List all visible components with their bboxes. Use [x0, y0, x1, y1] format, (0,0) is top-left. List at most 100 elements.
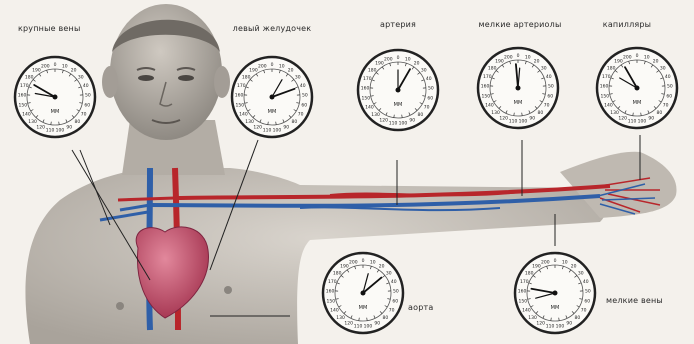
dial-tick-label: 30: [578, 270, 584, 276]
dial-tick-label: 30: [541, 65, 547, 71]
dial-unit: ММ: [268, 109, 277, 115]
dial-tick-label: 100: [273, 128, 282, 134]
dial-tick-label: 110: [263, 128, 272, 134]
dial-tick-label: 10: [62, 64, 68, 70]
dial-tick-label: 100: [638, 119, 647, 125]
dial-tick-label: 20: [571, 264, 577, 270]
dial-tick-label: 80: [383, 315, 389, 321]
dial-tick-label: 160: [600, 84, 609, 90]
dial-tick-label: 200: [41, 64, 50, 70]
dial-tick-label: 190: [249, 68, 258, 74]
dial-tick-label: 180: [242, 74, 251, 80]
dial-tick-label: 200: [258, 64, 267, 70]
dial-tick-label: 150: [236, 102, 245, 108]
dial-tick-label: 60: [584, 298, 590, 304]
dial-tick-label: 140: [485, 103, 494, 109]
dial-tick-label: 130: [528, 315, 537, 321]
dial-tick-label: 20: [414, 61, 420, 67]
dial-tick-label: 190: [614, 59, 623, 65]
dial-tick-label: 70: [81, 112, 87, 118]
dial-tick-label: 170: [328, 279, 337, 285]
dial-tick-label: 200: [349, 260, 358, 266]
dial-tick-label: 150: [19, 102, 28, 108]
dial-tick-label: 10: [562, 260, 568, 266]
dial-tick-label: 40: [426, 76, 432, 82]
dial-tick-label: 10: [405, 57, 411, 63]
dial-tick-label: 100: [556, 324, 565, 330]
dial-tick-label: 90: [648, 116, 654, 122]
dial-tick-label: 160: [235, 93, 244, 99]
label-artery: артерия: [380, 20, 416, 29]
dial-tick-label: 200: [541, 260, 550, 266]
dial-tick-label: 40: [546, 74, 552, 80]
dial-tick-label: 180: [488, 65, 497, 71]
dial-tick-label: 90: [374, 321, 380, 327]
dial-tick-label: 0: [554, 258, 557, 264]
dial-tick-label: 160: [481, 84, 490, 90]
dial-tick-label: 200: [504, 55, 513, 61]
dial-tick-label: 50: [302, 93, 308, 99]
label-small-veins: мелкие вены: [606, 296, 663, 305]
dial-tick-label: 120: [253, 125, 262, 131]
dial-tick-label: 90: [529, 116, 535, 122]
dial-tick-label: 70: [424, 105, 430, 111]
dial-tick-label: 130: [371, 112, 380, 118]
dial-tick-label: 20: [534, 59, 540, 65]
dial-tick-label: 140: [604, 103, 613, 109]
dial-tick-label: 0: [271, 62, 274, 68]
dial-unit: ММ: [633, 100, 642, 106]
label-left-ventricle: левый желудочек: [233, 24, 312, 33]
dial-tick-label: 120: [536, 321, 545, 327]
dial-tick-label: 170: [20, 83, 29, 89]
dial-tick-label: 80: [657, 110, 663, 116]
gauge-large-veins: 0102030405060708090100110120130140150160…: [15, 57, 95, 137]
dial-tick-label: 140: [239, 112, 248, 118]
dial-unit: ММ: [551, 305, 560, 311]
dial-tick-label: 180: [25, 74, 34, 80]
dial-tick-label: 0: [636, 53, 639, 59]
gauge-small-veins: 0102030405060708090100110120130140150160…: [515, 253, 595, 333]
dial-tick-label: 190: [340, 264, 349, 270]
dial-tick-label: 60: [392, 298, 398, 304]
dial-tick-label: 130: [610, 110, 619, 116]
dial-tick-label: 150: [601, 93, 610, 99]
dial-tick-label: 180: [333, 270, 342, 276]
dial-tick-label: 110: [546, 324, 555, 330]
dial-tick-label: 170: [602, 74, 611, 80]
dial-tick-label: 10: [279, 64, 285, 70]
dial-tick-label: 70: [663, 103, 669, 109]
dial-tick-label: 130: [28, 119, 37, 125]
dial-tick-label: 100: [364, 324, 373, 330]
dial-tick-label: 140: [365, 105, 374, 111]
dial-tick-label: 70: [389, 308, 395, 314]
dial-tick-label: 20: [288, 68, 294, 74]
dial-tick-label: 160: [361, 86, 370, 92]
dial-tick-label: 190: [495, 59, 504, 65]
dial-tick-label: 50: [667, 84, 673, 90]
dial-tick-label: 0: [517, 53, 520, 59]
dial-tick-label: 140: [522, 308, 531, 314]
dial-tick-label: 160: [18, 93, 27, 99]
dial-tick-label: 130: [336, 315, 345, 321]
dial-tick-label: 110: [628, 119, 637, 125]
label-aorta: аорта: [408, 303, 433, 312]
dial-tick-label: 120: [344, 321, 353, 327]
dial-tick-label: 150: [482, 93, 491, 99]
dial-tick-label: 10: [370, 260, 376, 266]
dial-unit: ММ: [359, 305, 368, 311]
dial-tick-label: 30: [295, 74, 301, 80]
dial-tick-label: 170: [483, 74, 492, 80]
dial-tick-label: 70: [544, 103, 550, 109]
dial-tick-label: 90: [66, 125, 72, 131]
dial-tick-label: 30: [660, 65, 666, 71]
dial-tick-label: 10: [644, 55, 650, 61]
dial-tick-label: 90: [409, 118, 415, 124]
dial-tick-label: 50: [548, 84, 554, 90]
dial-tick-label: 20: [653, 59, 659, 65]
dial-tick-label: 30: [386, 270, 392, 276]
dial-tick-label: 150: [519, 298, 528, 304]
dial-tick-label: 70: [581, 308, 587, 314]
